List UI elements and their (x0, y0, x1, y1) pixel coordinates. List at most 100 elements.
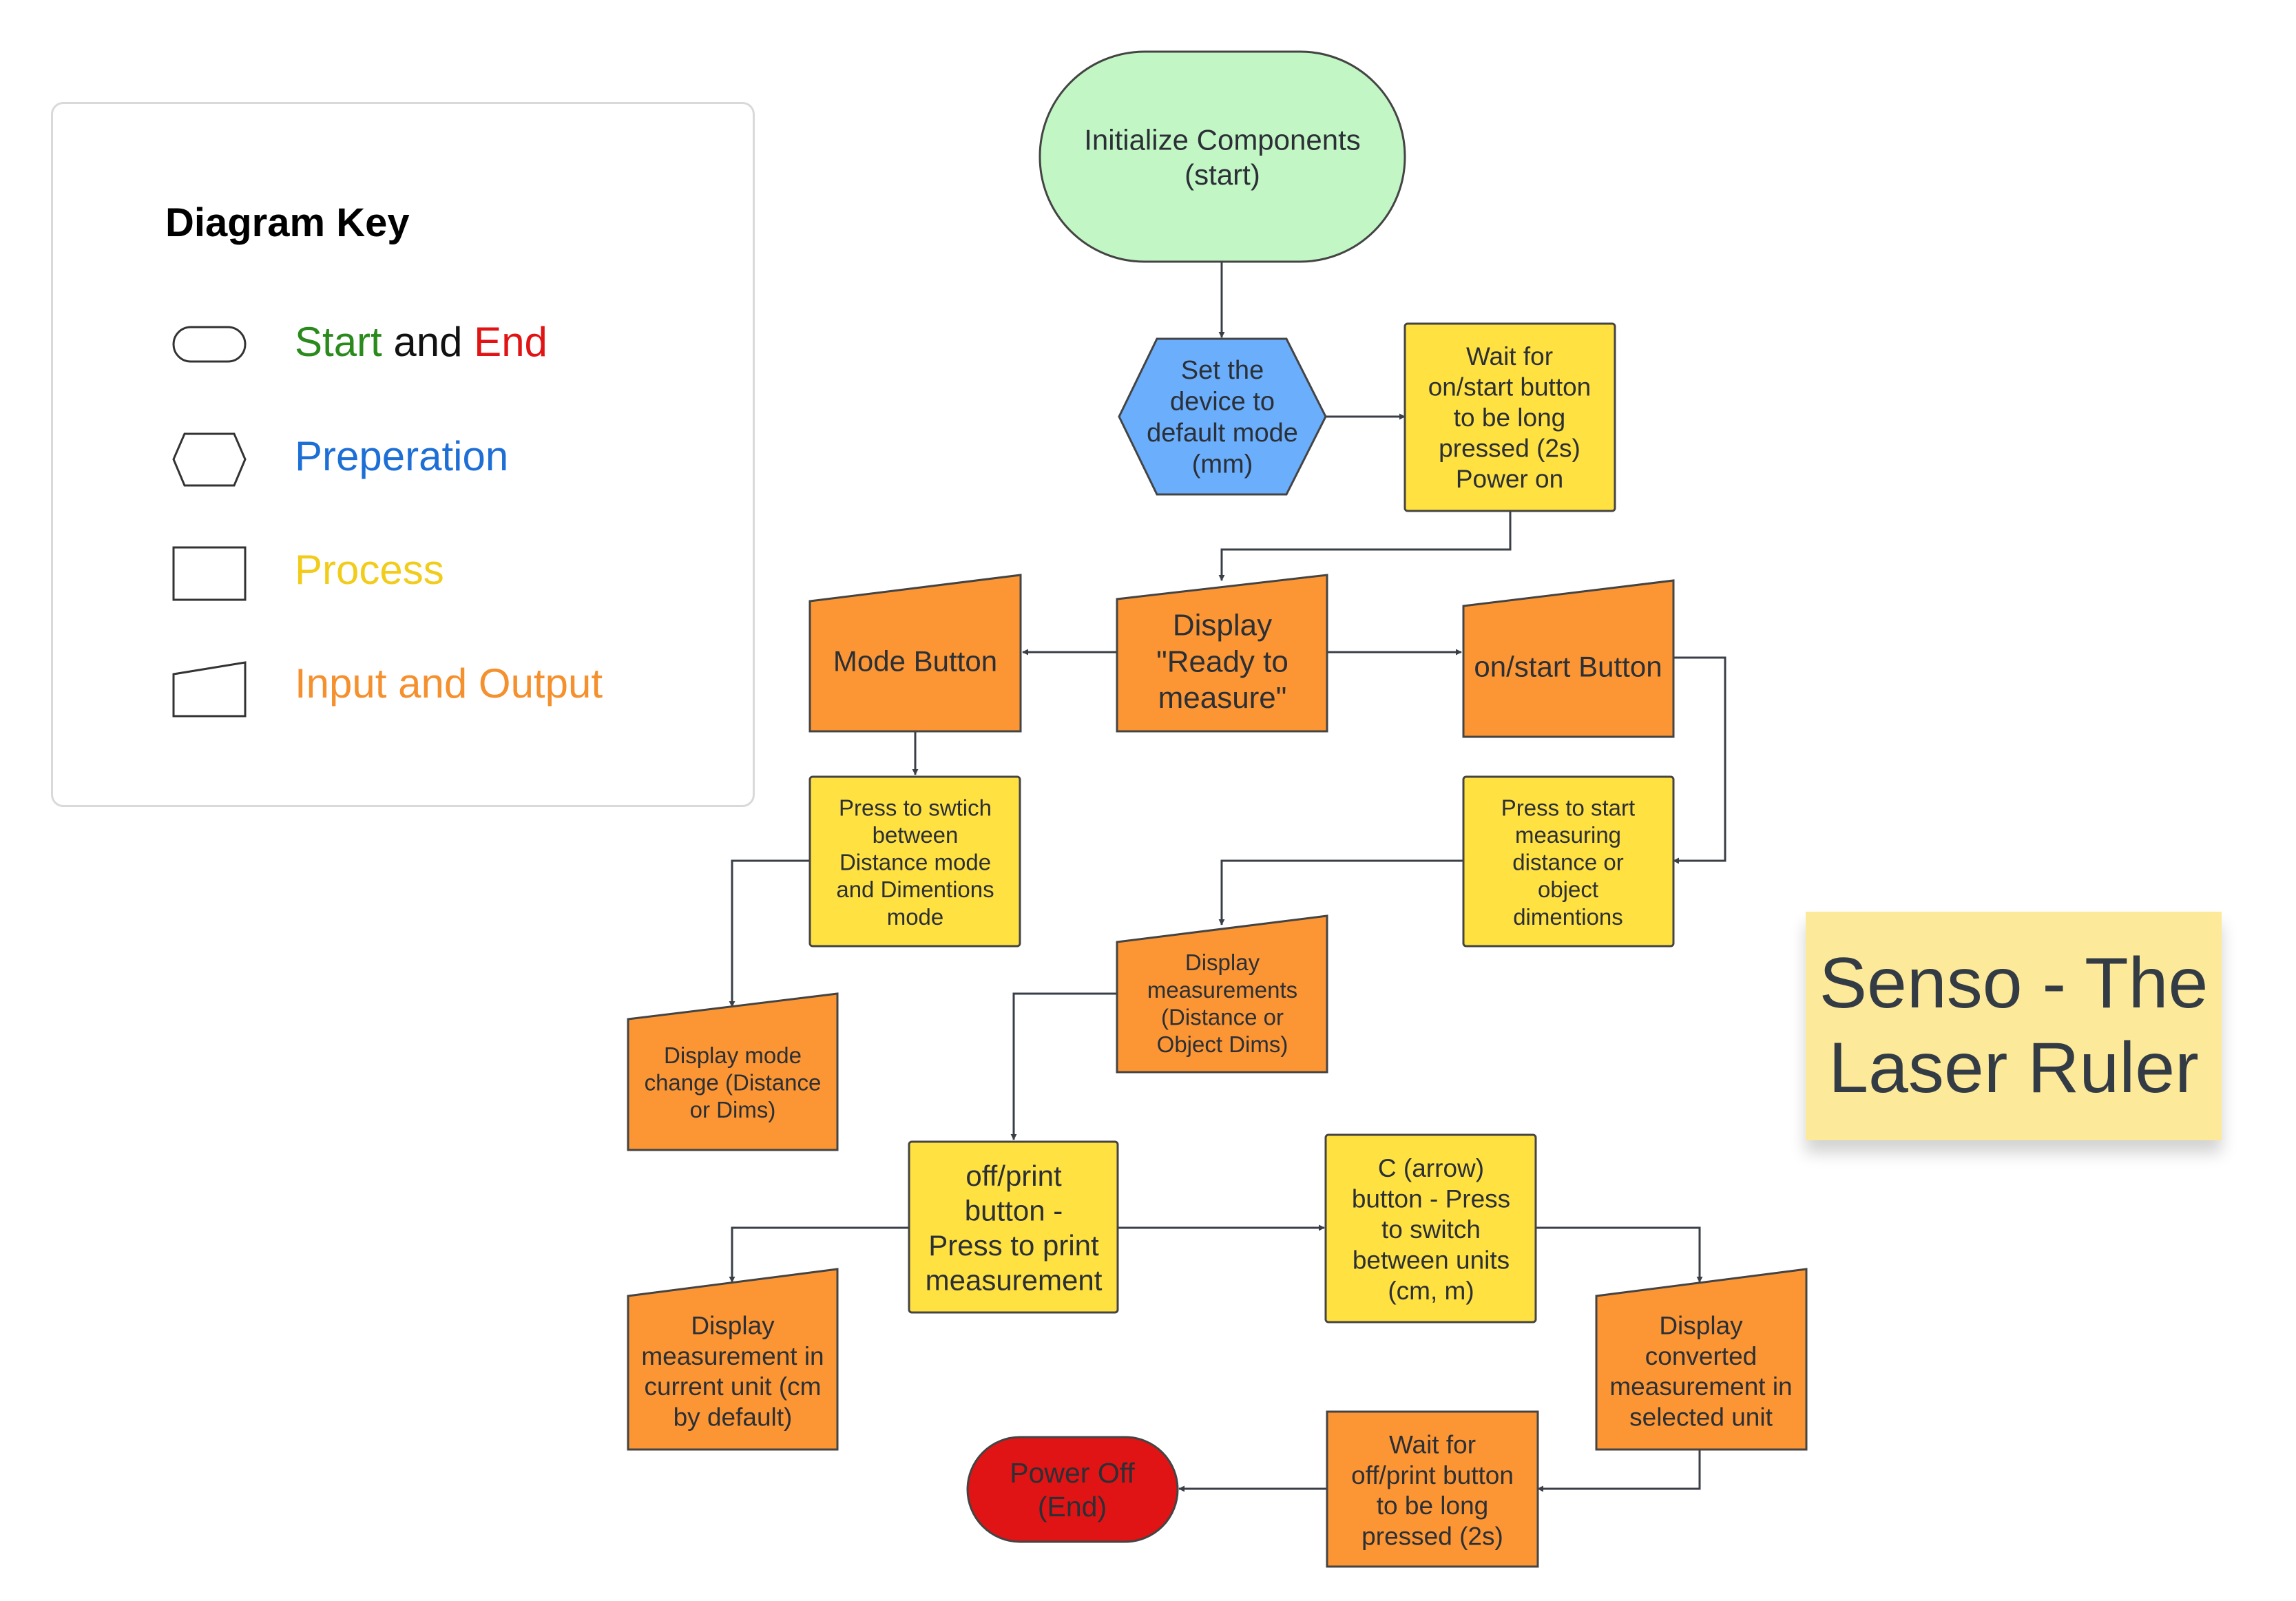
node-display-current-shape (627, 1268, 839, 1451)
node-wait-on-shape (1403, 322, 1616, 512)
node-label-line: (mm) (1192, 450, 1253, 479)
title-sticky-note: Senso - The Laser Ruler (1806, 912, 2222, 1140)
node-label-line: Display (1659, 1311, 1743, 1339)
key-and-word: and (393, 319, 463, 365)
node-label-line: mode (887, 904, 944, 930)
node-label-line: (End) (1038, 1491, 1107, 1522)
node-power-off-label: Power Off(End) (1010, 1457, 1135, 1522)
node-label-line: or Dims) (690, 1097, 776, 1122)
node-label-line: Set the (1181, 356, 1264, 385)
node-display-mode-change-shape (627, 992, 839, 1151)
node-label-line: current unit (cm (644, 1372, 821, 1401)
node-label-line: Wait for (1389, 1430, 1476, 1458)
node-label-line: measurements (1147, 977, 1297, 1003)
node-label-line: Wait for (1466, 342, 1553, 370)
node-press-switch-shape (808, 775, 1021, 948)
node-label-line: and Dimentions (836, 877, 994, 902)
node-ready-shape (1116, 574, 1328, 733)
diagram-key-panel (51, 102, 755, 807)
node-label-line: Power on (1456, 465, 1563, 493)
node-label-line: selected unit (1629, 1403, 1773, 1432)
node-label-line: between (873, 822, 959, 848)
node-label-line: off/print (966, 1160, 1062, 1192)
node-wait-off-shape (1326, 1410, 1539, 1568)
node-label-line: Press to swtich (839, 795, 992, 820)
key-start-word: Start (295, 319, 382, 365)
key-preparation-label: Preperation (295, 433, 509, 479)
key-io-shape (172, 661, 247, 718)
key-end-word: End (474, 319, 547, 365)
diagram-key-title: Diagram Key (165, 200, 410, 245)
node-label-line: Display (1173, 609, 1272, 642)
key-terminator-shape (172, 326, 247, 363)
node-mode-button-label: Mode Button (833, 645, 997, 678)
node-off-print-shape (908, 1140, 1119, 1314)
node-start-shape (1039, 50, 1406, 263)
node-label-line: Press to print (928, 1229, 1099, 1262)
key-process-shape (172, 546, 247, 601)
node-c-arrow-shape (1324, 1133, 1537, 1323)
connector-wait-to-ready (1218, 511, 1512, 581)
node-label-line: to switch (1381, 1215, 1481, 1244)
node-power-off-shape (966, 1436, 1179, 1543)
node-label-line: distance or (1512, 850, 1623, 875)
node-default-mode-shape (1118, 337, 1327, 496)
node-label-line: change (Distance (645, 1070, 822, 1096)
node-display-converted-shape (1595, 1268, 1808, 1451)
key-process-label: Process (295, 547, 444, 593)
node-label-line: measurement in (1609, 1372, 1792, 1401)
node-label-line: (cm, m) (1388, 1277, 1474, 1305)
node-label-line: dimentions (1513, 904, 1623, 930)
node-label-line: by default) (674, 1403, 793, 1432)
node-label-line: button - Press (1352, 1185, 1510, 1213)
node-label-line: default mode (1147, 419, 1298, 448)
node-label-line: measurement (926, 1264, 1103, 1296)
node-label-line: pressed (2s) (1439, 434, 1580, 462)
node-label-line: converted (1645, 1342, 1757, 1370)
key-start-end-label: Start and End (295, 318, 547, 366)
node-label-line: Display mode (664, 1043, 802, 1068)
connector-offprint-to-current (729, 1226, 909, 1283)
node-label-line: to be long (1454, 404, 1566, 432)
node-label-line: Display (1185, 950, 1260, 975)
key-preparation-shape (172, 432, 247, 487)
connector-display-to-offprint (1010, 992, 1117, 1140)
connector-switch-to-modechange (729, 859, 810, 1007)
connector-converted-to-waitoff (1537, 1450, 1701, 1492)
node-label-line: Power Off (1010, 1457, 1135, 1489)
node-label-line: on/start Button (1474, 651, 1662, 683)
node-label-line: Distance mode (839, 850, 991, 875)
node-onstart-button-label: on/start Button (1474, 651, 1662, 683)
node-display-measurements-shape (1116, 914, 1328, 1074)
connector-carrow-to-converted (1536, 1226, 1703, 1283)
node-press-start-shape (1462, 775, 1675, 948)
node-label-line: Display (691, 1311, 775, 1339)
node-label-line: Object Dims) (1157, 1032, 1288, 1057)
key-io-label: Input and Output (295, 660, 603, 707)
node-label-line: pressed (2s) (1361, 1522, 1503, 1551)
node-label-line: between units (1353, 1246, 1510, 1274)
node-label-line: measuring (1515, 822, 1621, 848)
node-label-line: button - (965, 1195, 1063, 1227)
node-onstart-button-shape (1462, 579, 1675, 738)
connector-press-to-display (1218, 859, 1463, 925)
node-label-line: device to (1170, 388, 1275, 417)
node-start-label: Initialize Components(start) (1084, 124, 1361, 191)
node-label-line: C (arrow) (1378, 1154, 1484, 1182)
node-label-line: measurement in (641, 1342, 824, 1370)
node-label-line: Initialize Components (1084, 124, 1361, 156)
node-label-line: object (1538, 877, 1598, 902)
